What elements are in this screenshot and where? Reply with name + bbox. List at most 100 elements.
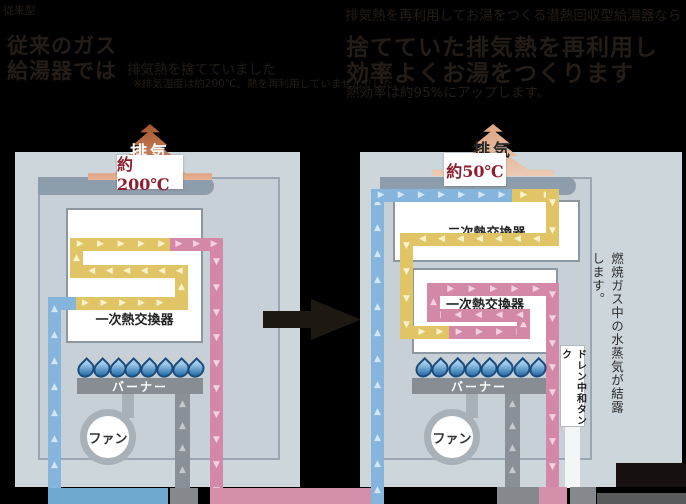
flow-arrow-icon: ▲ xyxy=(509,420,516,431)
flow-arrow-icon: ◀ xyxy=(475,310,482,320)
cold-water-pipe: ▲▲▲▲▲▲▲▲▲▲▲▲ xyxy=(371,189,384,504)
flow-arrow-icon: ▲ xyxy=(374,249,381,260)
left-header-title-line2: 給湯器では xyxy=(7,59,117,83)
flow-arrow-icon: ▲ xyxy=(374,485,381,496)
flow-arrow-icon: ◀ xyxy=(476,234,483,244)
flow-arrow-icon: ▲ xyxy=(51,304,58,315)
flow-arrow-icon: ◀ xyxy=(123,266,131,276)
flow-arrow-icon: ▼ xyxy=(403,240,410,251)
flow-arrow-icon: ▶ xyxy=(511,284,519,294)
flow-arrow-icon: ▼ xyxy=(549,363,556,374)
hot-water-pipe: ▶▶▶▶▶ xyxy=(440,283,547,296)
flow-arrow-icon: ▲ xyxy=(178,282,185,292)
flow-arrow-icon: ▶ xyxy=(455,327,463,337)
flow-arrow-icon: ▶ xyxy=(119,298,127,308)
flow-arrow-icon: ▼ xyxy=(549,461,556,472)
flow-arrow-icon: ▲ xyxy=(51,330,58,341)
flow-arrow-icon: ◀ xyxy=(105,266,113,276)
flow-arrow-icon: ▶ xyxy=(158,239,166,249)
flow-arrow-icon: ▶ xyxy=(418,327,426,337)
left-fan-duct xyxy=(122,394,134,418)
flow-arrow-icon: ▲ xyxy=(374,301,381,312)
preheated-water-pipe: ▼▼ xyxy=(546,189,559,246)
flow-arrow-icon: ▶ xyxy=(97,239,105,249)
flow-arrow-icon: ◀ xyxy=(514,234,521,244)
flow-arrow-icon: ◀ xyxy=(140,266,148,276)
left-exhaust-temp: 約200℃ xyxy=(117,155,183,194)
hot-water-pipe: ▲ xyxy=(427,283,440,322)
left-burner-flames-icon xyxy=(73,350,209,381)
flow-arrow-icon: ▲ xyxy=(374,327,381,338)
flow-arrow-icon: ▶ xyxy=(520,190,528,200)
flow-arrow-icon: ▲ xyxy=(73,252,80,263)
flow-arrow-icon: ◀ xyxy=(454,310,462,320)
condensation-note: 燃焼ガス中の水蒸気が結露します。 xyxy=(590,252,624,414)
flow-arrow-icon: ▶ xyxy=(417,190,425,200)
cold-water-inlet-bar xyxy=(48,488,168,504)
flow-arrow-icon: ▲ xyxy=(179,465,186,476)
flow-arrow-icon: ◀ xyxy=(516,310,524,320)
flow-arrow-icon: ▲ xyxy=(374,354,381,365)
flow-arrow-icon: ▼ xyxy=(549,437,556,448)
flow-arrow-icon: ◀ xyxy=(457,234,464,244)
flow-arrow-icon: ◀ xyxy=(495,234,502,244)
flow-arrow-icon: ▶ xyxy=(458,190,466,200)
flow-arrow-icon: ▼ xyxy=(213,333,220,344)
left-burner-bar: バーナー xyxy=(77,378,203,394)
flow-arrow-icon: ▶ xyxy=(490,284,497,294)
flow-arrow-icon: ▲ xyxy=(509,442,516,453)
left-fan: ファン xyxy=(80,409,136,465)
right-header-title-line1: 捨てていた排気熱を再利用し xyxy=(346,35,658,61)
flow-arrow-icon: ▼ xyxy=(213,257,220,268)
cold-water-pipe: ▲▲▲▲▲▲▲▲ xyxy=(48,297,61,504)
flow-arrow-icon: ▶ xyxy=(438,190,445,200)
drain-pipe xyxy=(565,427,580,488)
hot-water-outlet-bar xyxy=(539,487,567,504)
hot-water-pipe: ▼▼▼▼▼▼▼▼▼▼ xyxy=(210,250,223,504)
flow-arrow-icon: ▶ xyxy=(397,190,405,200)
flow-arrow-icon: ▶ xyxy=(532,284,540,294)
flow-arrow-icon: ▲ xyxy=(51,433,58,444)
gas-pipe: ▲▲▲▲▲ xyxy=(505,393,520,504)
flow-arrow-icon: ▶ xyxy=(478,190,486,200)
flow-arrow-icon: ▲ xyxy=(509,465,516,476)
hot-water-outlet-bar xyxy=(210,488,376,504)
preheated-water-pipe: ◀◀◀◀◀◀◀ xyxy=(413,233,546,246)
flow-arrow-icon: ◀ xyxy=(175,266,183,276)
flow-arrow-icon: ▼ xyxy=(549,289,556,300)
flow-arrow-icon: ▼ xyxy=(549,338,556,349)
flow-arrow-icon: ▼ xyxy=(213,460,220,471)
right-fan-duct xyxy=(466,394,478,418)
gas-inlet-bar xyxy=(170,488,198,504)
flow-arrow-icon: ▶ xyxy=(175,239,183,249)
flow-arrow-icon: ▶ xyxy=(81,298,89,308)
flow-arrow-icon: ▲ xyxy=(374,222,381,233)
flow-arrow-icon: ▶ xyxy=(137,298,145,308)
flow-arrow-icon: ◀ xyxy=(438,234,445,244)
flow-arrow-icon: ▲ xyxy=(51,407,58,418)
right-header-desc: 熱効率は約95%にアップします。 xyxy=(346,85,551,101)
flow-arrow-icon: ▼ xyxy=(549,197,556,208)
flow-arrow-icon: ▶ xyxy=(193,239,200,249)
flow-arrow-icon: ▼ xyxy=(549,226,556,237)
right-fan: ファン xyxy=(424,409,480,465)
flow-arrow-icon: ▲ xyxy=(374,406,381,417)
comparison-arrow-icon xyxy=(263,311,312,328)
flow-arrow-icon: ▶ xyxy=(76,239,84,249)
flow-arrow-icon: ▲ xyxy=(179,398,186,409)
flow-arrow-icon: ◀ xyxy=(158,266,166,276)
right-header-lead: 排気熱を再利用してお湯をつくる潜熱回収型給湯器なら xyxy=(345,8,682,24)
flow-arrow-icon: ▼ xyxy=(213,434,220,445)
drain-neutralizer-tank: ドレン中和タンク xyxy=(560,345,586,427)
gas-inlet-bar xyxy=(497,487,539,504)
flow-arrow-icon: ▲ xyxy=(374,459,381,470)
flow-arrow-icon: ▼ xyxy=(403,293,410,304)
preheated-water-pipe: ▶▶▶▶▶▶ xyxy=(76,297,188,310)
flow-arrow-icon: ▶ xyxy=(377,190,385,200)
flow-arrow-icon: ▶ xyxy=(475,327,483,337)
flow-arrow-icon: ▼ xyxy=(549,314,556,325)
flow-arrow-icon: ▶ xyxy=(156,298,164,308)
flow-arrow-icon: ▶ xyxy=(447,284,455,294)
flow-arrow-icon: ▶ xyxy=(210,239,218,249)
flow-arrow-icon: ▲ xyxy=(51,356,58,367)
